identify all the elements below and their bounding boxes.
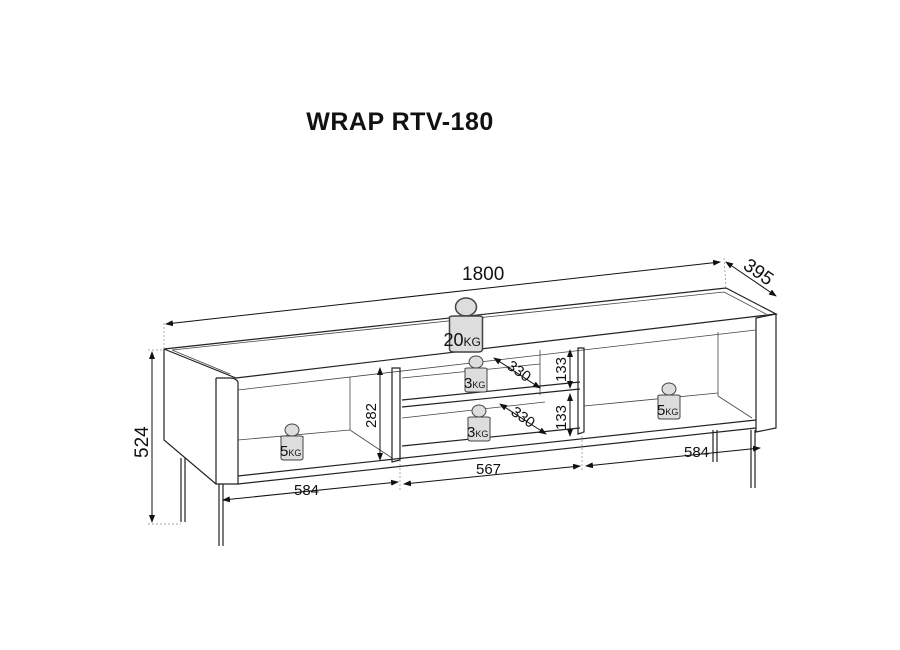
left-width-label: 584 xyxy=(294,482,319,499)
left-height-label: 282 xyxy=(363,403,380,428)
right-divider xyxy=(577,347,585,435)
svg-text:20KG: 20KG xyxy=(444,330,481,350)
svg-text:5KG: 5KG xyxy=(280,443,301,460)
height-label: 524 xyxy=(132,426,153,458)
middle-width-label: 567 xyxy=(476,461,501,478)
depth-dimension-line xyxy=(725,261,777,297)
svg-text:3KG: 3KG xyxy=(467,424,488,441)
depth-label: 395 xyxy=(739,255,777,290)
weight-icon-top: 20KG xyxy=(444,297,484,353)
svg-text:5KG: 5KG xyxy=(657,402,678,419)
weight-icon-lower-shelf: 3KG xyxy=(467,404,491,442)
dimension-lines xyxy=(148,257,777,525)
lower-shelf-depth-label: 330 xyxy=(508,403,538,431)
cabinet-outline xyxy=(163,287,779,546)
right-side-panel xyxy=(755,313,777,433)
svg-text:3KG: 3KG xyxy=(464,375,485,392)
width-label: 1800 xyxy=(462,264,504,285)
product-title: WRAP RTV-180 xyxy=(306,108,494,136)
upper-shelf-height-label: 133 xyxy=(553,357,570,382)
weight-icon-upper-shelf: 3KG xyxy=(464,355,488,393)
weight-icon-left-compartment: 5KG xyxy=(280,423,304,461)
left-side-panel xyxy=(163,349,239,485)
lower-shelf-height-label: 133 xyxy=(553,405,570,430)
width-dimension-line xyxy=(165,259,721,327)
left-divider xyxy=(391,367,401,463)
right-width-label: 584 xyxy=(684,444,709,461)
weight-icon-right-compartment: 5KG xyxy=(657,382,681,420)
